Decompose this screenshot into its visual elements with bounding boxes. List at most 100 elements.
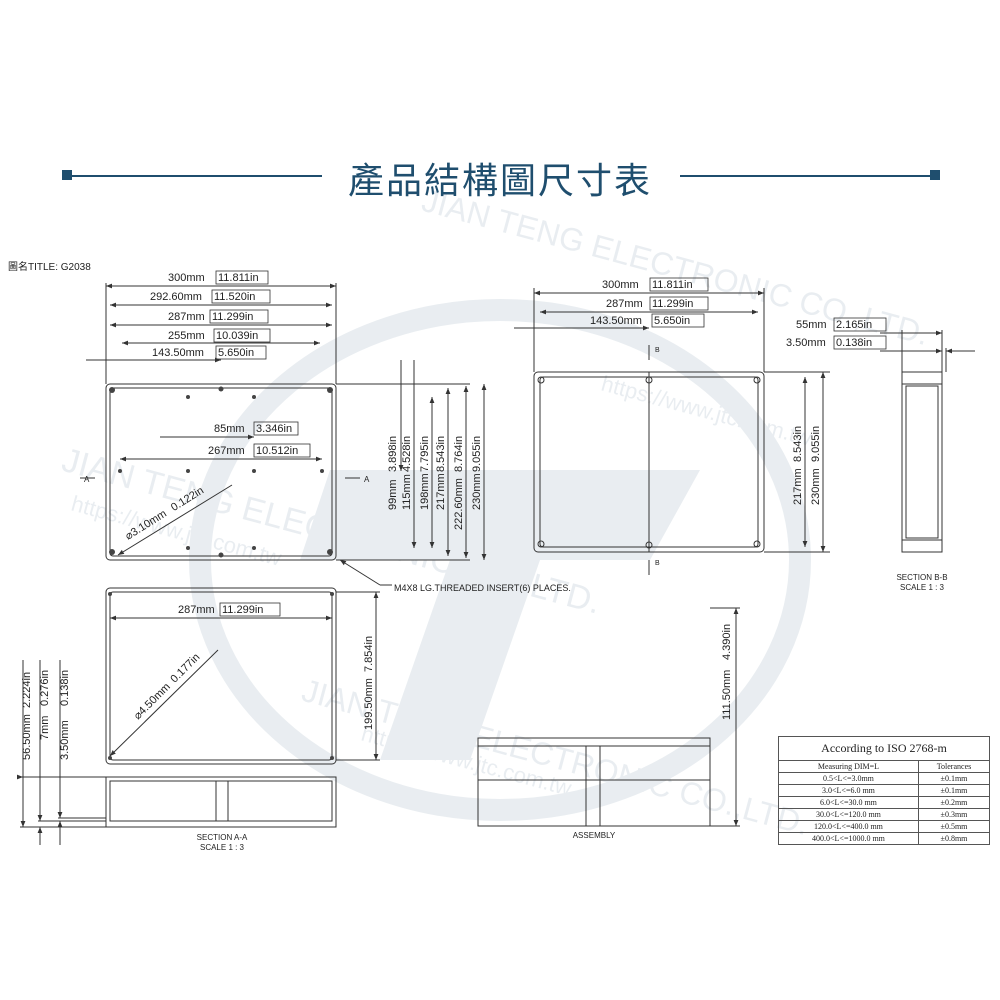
dim-255-in: 10.039in	[216, 330, 258, 342]
dim-56: 56.50mm	[21, 714, 33, 760]
dim-267-in: 10.512in	[256, 445, 298, 457]
right-dim-143: 143.50mm	[590, 315, 642, 327]
dim-292-in: 11.520in	[214, 291, 255, 303]
bottom-dim-287-in: 11.299in	[222, 604, 263, 616]
dim-143-in: 5.650in	[218, 347, 254, 359]
tolerance-value: ±0.2mm	[917, 796, 991, 809]
section-b-mark-bottom: B	[655, 560, 660, 567]
table-row: 30.0<L<=120.0 mm±0.3mm	[778, 808, 991, 821]
tolerance-value: ±0.8mm	[917, 832, 991, 845]
tolerance-range: 400.0<L<=1000.0 mm	[778, 832, 919, 845]
table-row: 0.5<L<=3.0mm±0.1mm	[778, 772, 991, 785]
title-band: 產品結構圖尺寸表	[0, 150, 1000, 202]
inch-boxes	[209, 270, 887, 617]
dim-99: 99mm	[387, 479, 399, 510]
dim-287-in: 11.299in	[212, 311, 253, 323]
table-row: 3.0<L<=6.0 mm±0.1mm	[778, 784, 991, 797]
dim-292: 292.60mm	[150, 291, 202, 303]
right-dim-287: 287mm	[606, 298, 643, 310]
right-dim-300: 300mm	[602, 279, 639, 291]
section-b-label: SECTION B-B	[896, 573, 947, 582]
right-dim-217-in: 8.543in	[792, 426, 804, 462]
dim-99-in: 3.898in	[387, 436, 399, 472]
dim-230: 230mm	[471, 473, 483, 510]
tolerance-range: 30.0<L<=120.0 mm	[778, 808, 919, 821]
dim-85-in: 3.346in	[256, 423, 292, 435]
dim-55-in: 2.165in	[836, 319, 872, 331]
right-dim-230-in: 9.055in	[810, 426, 822, 462]
right-top-view	[514, 288, 830, 575]
assembly-outline	[477, 737, 711, 827]
dim-3-in: 0.138in	[59, 670, 71, 706]
drawing-title: 圖名TITLE: G2038	[8, 262, 91, 273]
dim-7: 7mm	[39, 716, 51, 740]
section-a-mark-left: A	[84, 475, 90, 484]
dim-198-in: 7.795in	[419, 436, 431, 472]
dim-56-in: 2.224in	[21, 672, 33, 708]
dim-b-3: 3.50mm	[786, 337, 826, 349]
tolerance-value: ±0.1mm	[917, 772, 991, 785]
tolerance-value: ±0.5mm	[917, 820, 991, 833]
dim-255: 255mm	[168, 330, 205, 342]
dim-115-in: 4.528in	[401, 436, 413, 472]
tolerance-value: ±0.3mm	[917, 808, 991, 821]
section-a-mark-right: A	[364, 475, 370, 484]
table-row: 6.0<L<=30.0 mm±0.2mm	[778, 796, 991, 809]
dim-267: 267mm	[208, 445, 245, 457]
assembly-label: ASSEMBLY	[573, 831, 616, 840]
watermark-logo	[300, 470, 700, 760]
section-b-inner	[905, 385, 939, 539]
bottom-view-outline	[105, 587, 337, 765]
dim-7-in: 0.276in	[39, 670, 51, 706]
section-b-outline	[901, 371, 943, 553]
page-title: 產品結構圖尺寸表	[347, 161, 652, 202]
dim-199: 199.50mm	[363, 678, 375, 730]
title-right-square	[930, 170, 940, 180]
assembly-view	[477, 607, 740, 827]
section-a-view	[20, 660, 337, 845]
tolerance-caption: According to ISO 2768-m	[778, 736, 990, 761]
dim-300: 300mm	[168, 272, 205, 284]
dim-3: 3.50mm	[59, 720, 71, 760]
dim-143: 143.50mm	[152, 347, 204, 359]
dim-217: 217mm	[435, 473, 447, 510]
dim-111: 111.50mm	[721, 670, 733, 720]
dim-199-in: 7.854in	[363, 636, 375, 672]
table-row: 120.0<L<=400.0 mm±0.5mm	[778, 820, 991, 833]
tolerance-value: ±0.1mm	[917, 784, 991, 797]
top-view	[80, 283, 487, 586]
table-row: 400.0<L<=1000.0 mm±0.8mm	[778, 832, 991, 845]
dim-222-in: 8.764in	[453, 436, 465, 472]
dim-55: 55mm	[796, 319, 827, 331]
right-dim-287-in: 11.299in	[652, 298, 693, 310]
bottom-view	[105, 587, 380, 765]
right-dim-230: 230mm	[810, 468, 822, 505]
tolerance-header-tol: Tolerances	[917, 760, 991, 773]
section-a-scale: SCALE 1 : 3	[200, 843, 245, 852]
tolerance-range: 0.5<L<=3.0mm	[778, 772, 919, 785]
dim-hole-450-in: 0.177in	[168, 651, 202, 685]
dim-b-3-in: 0.138in	[836, 337, 872, 349]
dim-230-in: 9.055in	[471, 436, 483, 472]
bottom-view-inner	[109, 591, 333, 761]
tolerance-range: 6.0<L<=30.0 mm	[778, 796, 919, 809]
section-b-mark-top: B	[655, 347, 660, 354]
tolerance-range: 3.0<L<=6.0 mm	[778, 784, 919, 797]
dim-300-in: 11.811in	[218, 272, 259, 284]
right-dim-217: 217mm	[792, 468, 804, 505]
dim-111-in: 4.390in	[721, 624, 733, 660]
dim-287: 287mm	[168, 311, 205, 323]
right-dim-143-in: 5.650in	[654, 315, 690, 327]
dim-85: 85mm	[214, 423, 245, 435]
insert-note: M4X8 LG.THREADED INSERT(6) PLACES.	[394, 583, 571, 593]
title-right-rule	[680, 175, 932, 177]
title-left-rule	[72, 175, 322, 177]
top-view-holes	[109, 386, 333, 558]
section-a-outline	[105, 776, 337, 828]
tolerance-range: 120.0<L<=400.0 mm	[778, 820, 919, 833]
tolerance-table: According to ISO 2768-m Measuring DIM=L …	[778, 736, 991, 845]
dim-217-in: 8.543in	[435, 436, 447, 472]
section-a-inner	[109, 780, 333, 822]
right-dim-300-in: 11.811in	[652, 279, 693, 291]
